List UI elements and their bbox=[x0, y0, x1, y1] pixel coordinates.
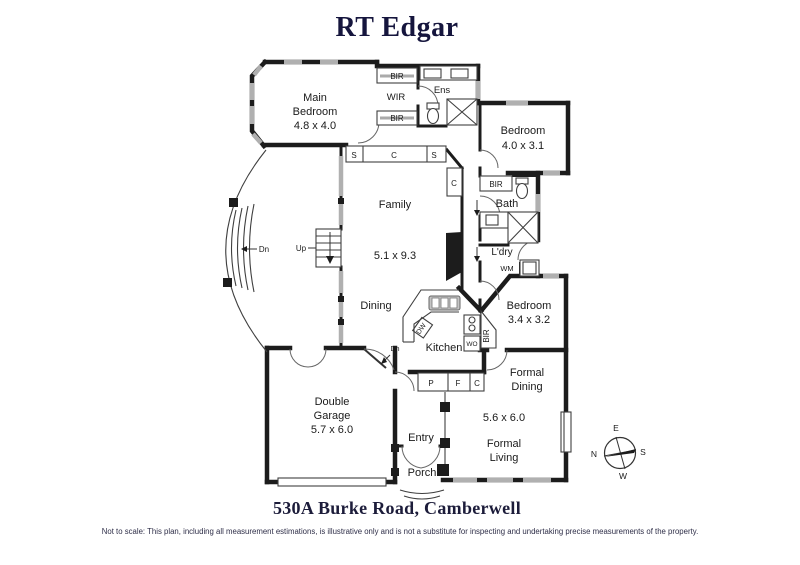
post bbox=[440, 438, 450, 448]
compass: N E S W bbox=[591, 423, 646, 481]
label-laundry: L'dry bbox=[491, 247, 512, 258]
label-cupboard-row: C bbox=[391, 151, 397, 160]
compass-south: S bbox=[640, 447, 646, 457]
window-seat bbox=[560, 411, 572, 453]
bath-toilet bbox=[515, 177, 529, 200]
label-bedroom3: Bedroom bbox=[507, 300, 552, 312]
dim-bedroom3: 3.4 x 3.2 bbox=[508, 314, 550, 326]
property-address: 530A Burke Road, Camberwell bbox=[273, 498, 521, 518]
bedroom3-bir-box bbox=[480, 309, 497, 349]
dim-garage: 5.7 x 6.0 bbox=[311, 424, 353, 436]
dim-bedroom2: 4.0 x 3.1 bbox=[502, 140, 544, 152]
garage-door bbox=[277, 477, 387, 487]
label-formal-dining-line2: Dining bbox=[511, 381, 542, 393]
label-cupboard-pfc: C bbox=[474, 379, 480, 388]
hall-cupboard bbox=[446, 167, 463, 197]
compass-ring bbox=[603, 436, 637, 470]
dishwasher bbox=[411, 316, 434, 339]
washing-machine bbox=[519, 259, 540, 277]
label-wo: WO bbox=[466, 341, 477, 348]
post bbox=[229, 198, 238, 207]
label-entry: Entry bbox=[408, 432, 434, 444]
label-pantry: P bbox=[428, 379, 433, 388]
bath-bir-box bbox=[479, 175, 513, 192]
fixtures bbox=[277, 65, 572, 500]
label-kitchen: Kitchen bbox=[426, 342, 463, 354]
compass-west: W bbox=[619, 471, 627, 481]
label-bir-bath: BIR bbox=[489, 180, 503, 189]
compass-north: N bbox=[591, 449, 597, 459]
label-fridge: F bbox=[456, 379, 461, 388]
label-bedroom2: Bedroom bbox=[501, 125, 546, 137]
room-labels: Main Bedroom 4.8 x 4.0 Bedroom 4.0 x 3.1… bbox=[293, 85, 552, 479]
label-wm: WM bbox=[500, 264, 513, 273]
up-stairs bbox=[315, 228, 342, 268]
pantry-row bbox=[417, 372, 485, 392]
label-main-bedroom-line1: Main bbox=[303, 92, 327, 104]
label-store-left: S bbox=[351, 151, 356, 160]
fireplace bbox=[446, 232, 462, 281]
ens-toilet bbox=[426, 102, 440, 125]
label-garage-line2: Garage bbox=[314, 410, 351, 422]
doors bbox=[289, 85, 539, 469]
disclaimer-text: Not to scale: This plan, including all m… bbox=[102, 527, 698, 536]
label-down-entry: Dn bbox=[391, 346, 400, 353]
label-porch: Porch bbox=[408, 467, 437, 479]
label-ens: Ens bbox=[434, 85, 451, 96]
post bbox=[223, 278, 232, 287]
label-cupboard-hall: C bbox=[451, 179, 457, 188]
dim-formal-dining: 5.6 x 6.0 bbox=[483, 412, 525, 424]
post bbox=[437, 464, 449, 476]
label-bir-bedroom3: BIR bbox=[482, 329, 491, 343]
dim-main-bedroom: 4.8 x 4.0 bbox=[294, 120, 336, 132]
dim-family: 5.1 x 9.3 bbox=[374, 250, 416, 262]
label-formal-living-line2: Living bbox=[490, 452, 519, 464]
compass-needle bbox=[604, 449, 636, 457]
post bbox=[391, 444, 399, 452]
label-bath: Bath bbox=[496, 198, 519, 210]
label-garage-line1: Double bbox=[315, 396, 350, 408]
label-bir-top: BIR bbox=[390, 72, 404, 81]
compass-east: E bbox=[613, 423, 619, 433]
label-up: Up bbox=[296, 244, 307, 253]
post bbox=[391, 468, 399, 476]
post bbox=[440, 402, 450, 412]
windows bbox=[249, 59, 560, 483]
label-store-right: S bbox=[431, 151, 436, 160]
label-down-curve: Dn bbox=[259, 245, 269, 254]
linen-row bbox=[345, 145, 447, 163]
label-dining: Dining bbox=[360, 300, 391, 312]
stair-labels: Up Dn Dn bbox=[241, 244, 400, 364]
wall-oven bbox=[463, 335, 481, 352]
joinery bbox=[345, 67, 513, 392]
label-formal-dining-line1: Formal bbox=[510, 367, 544, 379]
label-family: Family bbox=[379, 199, 412, 211]
label-main-bedroom-line2: Bedroom bbox=[293, 106, 338, 118]
brand-logo: RT Edgar bbox=[335, 12, 458, 43]
label-bir-bottom: BIR bbox=[390, 114, 404, 123]
label-formal-living-line1: Formal bbox=[487, 438, 521, 450]
label-wir: WIR bbox=[387, 92, 406, 103]
